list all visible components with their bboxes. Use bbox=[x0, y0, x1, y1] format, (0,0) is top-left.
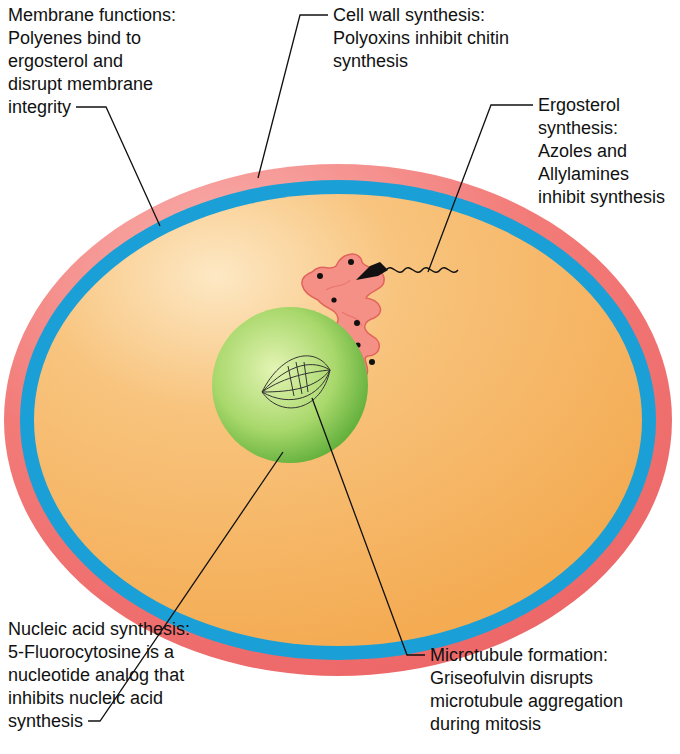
cytoplasm bbox=[34, 194, 642, 646]
leader-line bbox=[258, 15, 328, 178]
callout-label: Nucleic acid synthesis: 5-Fluorocytosine… bbox=[8, 618, 194, 733]
enzyme-chain bbox=[386, 268, 458, 273]
leader-line bbox=[312, 398, 425, 655]
leader-line bbox=[428, 105, 533, 272]
cell-wall bbox=[4, 164, 672, 676]
enzyme-wedge bbox=[356, 262, 388, 280]
callout-label: Membrane functions: Polyenes bind to erg… bbox=[8, 4, 180, 119]
mitotic-spindle bbox=[262, 356, 330, 408]
leader-line bbox=[76, 107, 160, 226]
callout-label: Microtubule formation: Griseofulvin disr… bbox=[430, 644, 630, 736]
callout-label: Cell wall synthesis: Polyoxins inhibit c… bbox=[333, 4, 523, 73]
nucleus bbox=[212, 307, 368, 463]
callout-label: Ergosterol synthesis: Azoles and Allylam… bbox=[538, 94, 672, 209]
cell-membrane bbox=[20, 180, 656, 660]
